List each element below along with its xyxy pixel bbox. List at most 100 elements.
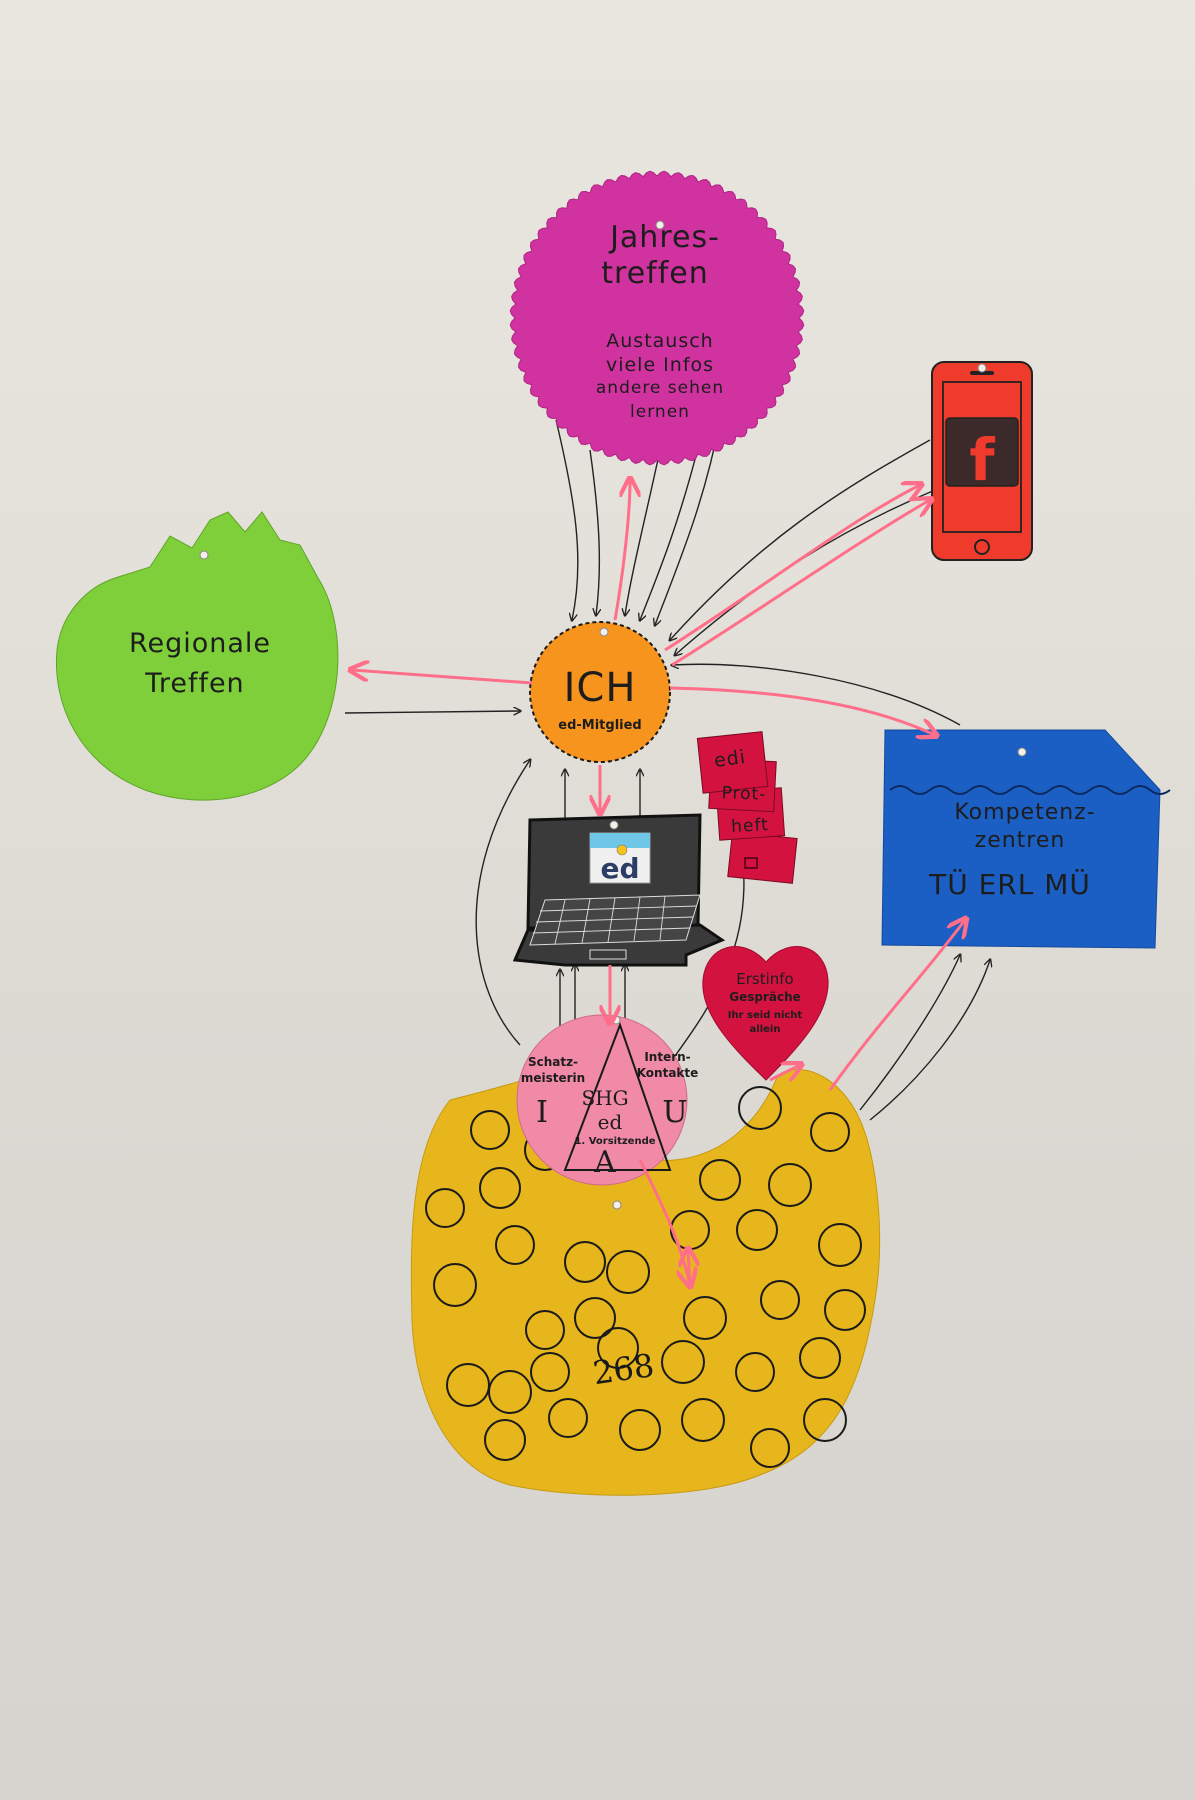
shg-left-label-2: meisterin — [520, 1071, 586, 1085]
regionale-treffen-node — [55, 511, 339, 801]
jahrestreffen-title-1: Jahres- — [610, 220, 720, 255]
jahrestreffen-title-2: treffen — [601, 256, 709, 291]
member-circle — [760, 1280, 800, 1320]
member-circle — [564, 1241, 606, 1283]
arrow-group-to-kompetenz-2 — [869, 960, 990, 1121]
jahrestreffen-shape — [509, 170, 805, 466]
member-circle — [488, 1370, 532, 1414]
kompetenz-line-3: TÜ ERL MÜ — [929, 868, 1091, 901]
envelope-front — [696, 731, 769, 794]
shg-right-label-2: Kontakte — [636, 1066, 699, 1080]
member-circle — [495, 1225, 535, 1265]
pin-icon — [611, 1015, 621, 1025]
member-circle — [824, 1289, 866, 1331]
member-circle — [699, 1159, 741, 1201]
arrow-jahres-to-ich-4 — [640, 439, 701, 620]
kompetenz-line-1: Kompetenz- — [954, 800, 1096, 825]
heart-line-1: Erstinfo — [736, 970, 794, 988]
member-circle — [479, 1167, 521, 1209]
member-circle — [768, 1163, 812, 1207]
facebook-glyph: f — [969, 426, 995, 494]
pin-icon — [599, 627, 609, 637]
kompetenzzentren-node — [881, 729, 1171, 949]
laptop-keys — [532, 895, 698, 945]
arrow-regionale-to-ich — [344, 711, 520, 713]
member-circle — [446, 1363, 490, 1407]
kompetenz-line-2: zentren — [974, 828, 1066, 853]
member-circle — [548, 1398, 588, 1438]
arrow-phone-to-ich-1 — [670, 439, 931, 640]
heart-node — [702, 946, 829, 1081]
member-circle — [606, 1250, 650, 1294]
phone-node[interactable] — [931, 361, 1033, 561]
member-circle — [818, 1223, 862, 1267]
arrow-ich-to-regionale — [352, 670, 533, 685]
regionale-line-2: Treffen — [145, 668, 245, 699]
pin-icon — [655, 220, 665, 230]
arrow-left-loop-to-ich — [475, 760, 530, 1046]
member-circle — [803, 1398, 847, 1442]
member-circles — [425, 1086, 866, 1468]
arrow-group-to-kompetenz-1 — [859, 955, 960, 1111]
arrow-group-to-kompetenz — [828, 920, 965, 1091]
heart-line-3: Ihr seid nicht — [727, 1010, 803, 1021]
pin-icon — [1017, 747, 1027, 757]
heart-line-4: allein — [749, 1024, 781, 1035]
member-circle — [738, 1086, 782, 1130]
member-circle — [574, 1297, 616, 1339]
member-circle — [525, 1310, 565, 1350]
laptop-logo-top — [590, 833, 650, 848]
jahrestreffen-desc-1: Austausch — [606, 330, 714, 352]
member-circle — [470, 1110, 510, 1150]
phone-speaker — [970, 371, 994, 375]
envelope-back — [727, 831, 798, 884]
ich-node — [529, 621, 671, 763]
jahrestreffen-desc-4: lernen — [630, 402, 690, 422]
arrow-jahres-to-ich-2 — [589, 449, 599, 615]
arrow-kompetenz-to-ich — [672, 664, 961, 726]
pin-icon — [977, 363, 987, 373]
arrow-ich-to-phone-2 — [671, 500, 930, 667]
jahrestreffen-desc-2: viele Infos — [605, 354, 715, 376]
member-circle — [425, 1188, 465, 1228]
heart-line-2: Gespräche — [729, 990, 801, 1004]
member-circle — [661, 1340, 705, 1384]
pink-arrows — [352, 480, 965, 1285]
member-circle — [681, 1398, 725, 1442]
arrow-ich-to-jahres — [613, 480, 630, 621]
pin-icon — [609, 820, 619, 830]
stamp-icon — [744, 857, 758, 869]
member-circle — [810, 1112, 850, 1152]
heart-shape — [702, 946, 829, 1081]
member-circle — [750, 1428, 790, 1468]
shg-center-1: SHG — [581, 1086, 629, 1110]
ich-shape — [529, 621, 671, 763]
group-count: 268 — [591, 1346, 657, 1392]
shg-left-label-1: Schatz- — [527, 1055, 579, 1069]
arrow-phone-to-ich-2 — [675, 489, 936, 655]
arrow-member-to-member-pink — [688, 1250, 690, 1286]
arrow-jahres-to-ich-1 — [555, 419, 579, 620]
arrow-ich-to-kompetenz — [669, 686, 935, 735]
regionale-shape — [55, 511, 339, 801]
arrow-heart-to-group — [769, 1065, 800, 1080]
member-circle — [597, 1327, 639, 1369]
laptop-keyboard — [529, 894, 701, 946]
kompetenz-wave — [889, 785, 1171, 795]
laptop-logo-text: ed — [600, 852, 639, 885]
member-circle — [736, 1209, 778, 1251]
protheft-node — [696, 731, 798, 884]
arrow-jahres-to-ich-3 — [625, 449, 661, 615]
smiley-icon — [616, 844, 628, 856]
shg-right-label-1: Intern- — [644, 1050, 691, 1064]
member-circle — [799, 1337, 841, 1379]
member-circle — [530, 1352, 570, 1392]
arrow-ich-to-phone-1 — [664, 485, 920, 652]
facebook-icon — [945, 417, 1019, 487]
member-circle — [735, 1352, 775, 1392]
shg-letter-bottom: A — [594, 1145, 616, 1180]
kompetenz-shape — [881, 729, 1161, 949]
pin-icon — [199, 550, 209, 560]
shg-letter-left: I — [536, 1095, 548, 1130]
